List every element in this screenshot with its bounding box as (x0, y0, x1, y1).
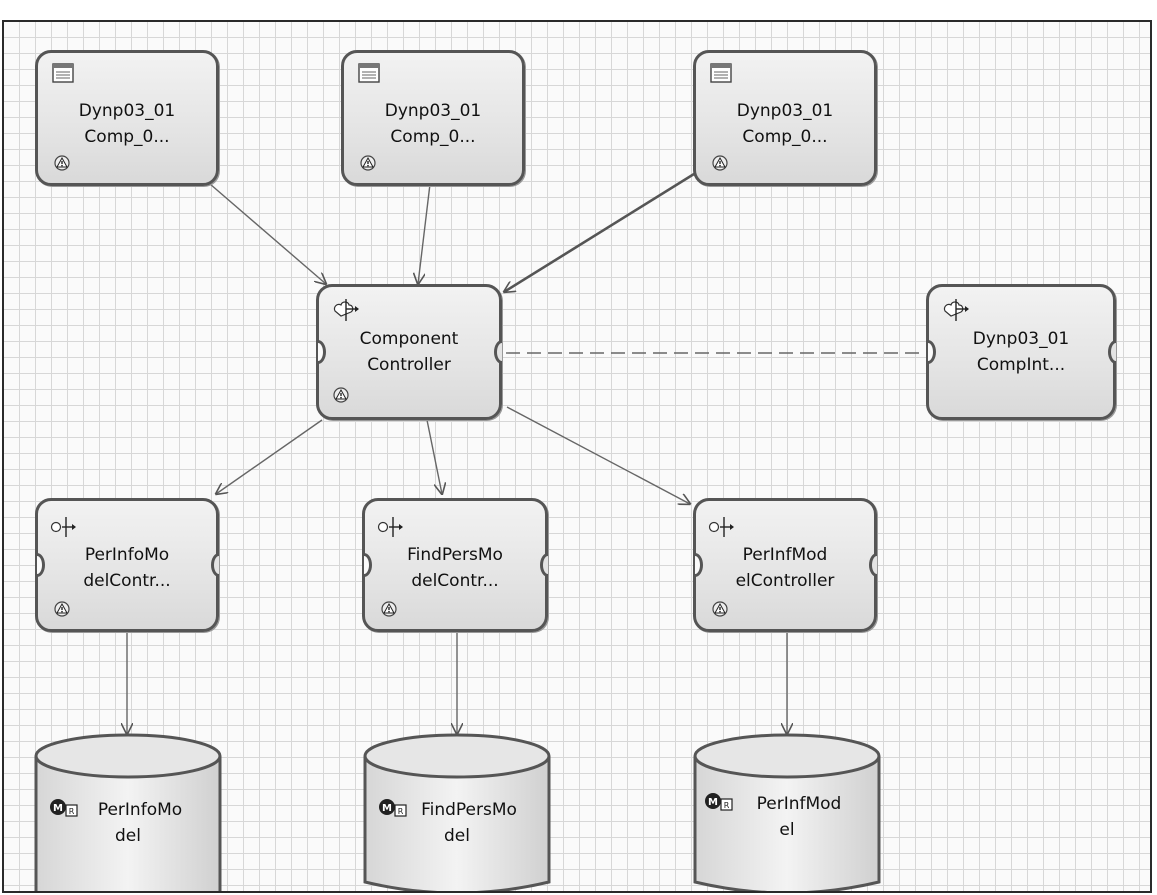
custom-controller-node-3[interactable]: PerInfMod elController (693, 498, 877, 632)
model-node-1[interactable]: M R PerInfoMo del (33, 732, 223, 891)
edge-controller-to-custom1 (216, 419, 323, 494)
view-node-2-title: Dynp03_01 (384, 101, 482, 121)
model-3-subtitle: el (779, 820, 795, 840)
interface-controller-subtitle: CompInt... (976, 355, 1066, 375)
model-3-title: PerInfMod (756, 794, 842, 814)
custom-controller-node-1[interactable]: PerInfoMo delContr... (35, 498, 219, 632)
diagram-canvas[interactable]: Dynp03_01 Comp_0... Dynp03_01 Comp_0... … (2, 20, 1152, 893)
component-controller-node[interactable]: Component Controller (316, 284, 502, 420)
component-controller-subtitle: Controller (367, 355, 451, 375)
custom3-right-port (869, 553, 877, 577)
warning-icon (381, 601, 397, 617)
interface-right-port (1108, 340, 1116, 364)
view-window-icon (358, 63, 380, 83)
custom-controller-2-subtitle: delContr... (411, 571, 499, 591)
view-node-3[interactable]: Dynp03_01 Comp_0... (693, 50, 877, 186)
model-1-subtitle: del (115, 826, 141, 846)
controller-icon (708, 517, 734, 537)
edge-controller-to-custom2 (426, 419, 442, 494)
view-window-icon (52, 63, 74, 83)
model-icon: M R (705, 793, 733, 811)
edge-view2-to-controller (418, 183, 431, 284)
custom-controller-3-subtitle: elController (735, 571, 835, 591)
svg-text:M: M (53, 803, 63, 814)
model-node-3[interactable]: M R PerInfMod el (692, 732, 882, 891)
controller-icon (377, 517, 403, 537)
model-2-title: FindPersMo (421, 800, 517, 820)
model-icon: M R (379, 799, 407, 817)
controller-right-port (494, 340, 502, 364)
custom2-right-port (540, 553, 548, 577)
custom-controller-node-2[interactable]: FindPersMo delContr... (362, 498, 548, 632)
warning-icon (360, 155, 376, 171)
component-controller-title: Component (359, 329, 459, 349)
custom-controller-3-title: PerInfMod (742, 545, 828, 565)
svg-text:R: R (69, 807, 75, 816)
warning-icon (54, 601, 70, 617)
view-node-1-subtitle: Comp_0... (84, 127, 170, 147)
model-2-subtitle: del (444, 826, 470, 846)
view-node-1-title: Dynp03_01 (78, 101, 176, 121)
view-node-2-subtitle: Comp_0... (390, 127, 476, 147)
svg-text:M: M (382, 803, 392, 814)
svg-text:M: M (708, 797, 718, 808)
view-window-icon (710, 63, 732, 83)
edge-view1-to-controller (209, 183, 326, 284)
svg-text:R: R (398, 807, 404, 816)
view-node-2[interactable]: Dynp03_01 Comp_0... (341, 50, 525, 186)
warning-icon (712, 601, 728, 617)
model-cylinder-shape (693, 733, 881, 891)
custom-controller-2-title: FindPersMo (407, 545, 503, 565)
view-node-1[interactable]: Dynp03_01 Comp_0... (35, 50, 219, 186)
warning-icon (712, 155, 728, 171)
custom1-right-port (211, 553, 219, 577)
view-node-3-subtitle: Comp_0... (742, 127, 828, 147)
interface-controller-title: Dynp03_01 (972, 329, 1070, 349)
interface-controller-node[interactable]: Dynp03_01 CompInt... (926, 284, 1116, 420)
view-node-3-title: Dynp03_01 (736, 101, 834, 121)
warning-icon (333, 387, 349, 403)
controller-icon (333, 299, 359, 321)
svg-text:R: R (724, 801, 730, 810)
model-node-2[interactable]: M R FindPersMo del (362, 732, 552, 891)
custom-controller-1-subtitle: delContr... (83, 571, 171, 591)
controller-icon (50, 517, 76, 537)
model-1-title: PerInfoMo (97, 800, 183, 820)
model-icon: M R (50, 799, 78, 817)
custom-controller-1-title: PerInfoMo (84, 545, 170, 565)
model-cylinder-shape (34, 733, 222, 891)
model-cylinder-shape (363, 733, 551, 891)
warning-icon (54, 155, 70, 171)
edge-controller-to-custom3 (506, 406, 690, 504)
controller-icon (943, 299, 969, 321)
edge-view3-to-controller (504, 172, 695, 292)
